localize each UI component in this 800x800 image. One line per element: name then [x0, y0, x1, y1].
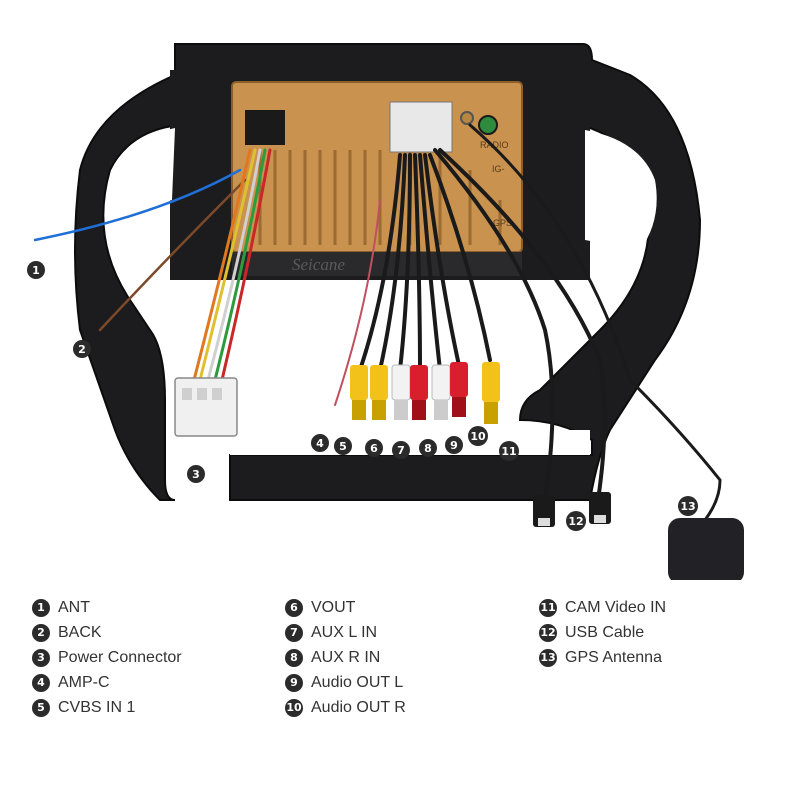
legend-item: 3 Power Connector: [32, 645, 182, 670]
wiring-diagram: RADIO IG- GPS Seicane: [27, 43, 744, 580]
svg-text:8: 8: [424, 442, 432, 455]
rca-audio-out-r: [431, 364, 451, 420]
legend-item: 9 Audio OUT L: [285, 670, 406, 695]
callout-7: 7: [392, 441, 410, 459]
rca-cam-in: [482, 362, 500, 424]
svg-text:9: 9: [450, 439, 458, 452]
brand-logo: Seicane: [292, 255, 345, 274]
callout-11: 11: [499, 441, 519, 461]
gps-antenna: [668, 518, 744, 580]
wires: [33, 123, 722, 522]
rca-connectors: [350, 362, 500, 424]
svg-text:13: 13: [680, 500, 695, 513]
radio-label: RADIO: [480, 140, 509, 150]
legend-item: 6 VOUT: [285, 595, 406, 620]
legend-label: GPS Antenna: [565, 648, 662, 666]
svg-text:12: 12: [568, 515, 583, 528]
svg-text:3: 3: [192, 468, 200, 481]
number-badge: 11: [539, 598, 557, 617]
callout-5: 5: [334, 437, 352, 455]
number-badge: 8: [285, 648, 303, 667]
svg-text:7: 7: [397, 444, 405, 457]
ig-label: IG-: [492, 164, 505, 174]
callout-10: 10: [468, 426, 488, 446]
rca-aux-l: [370, 365, 388, 420]
number-badge: 9: [285, 673, 303, 692]
legend-label: VOUT: [311, 598, 356, 616]
callout-13: 13: [678, 496, 698, 516]
legend-item: 1 ANT: [32, 595, 182, 620]
legend-column-2: 6 VOUT 7 AUX L IN 8 AUX R IN 9 Audio OUT…: [285, 595, 406, 720]
legend-label: AUX L IN: [311, 623, 378, 641]
svg-text:1: 1: [32, 264, 40, 277]
legend-label: Power Connector: [58, 648, 182, 666]
gps-label: GPS: [493, 218, 512, 228]
number-badge: 12: [539, 623, 557, 642]
legend-item: 11 CAM Video IN: [539, 595, 666, 620]
legend-label: BACK: [58, 623, 102, 641]
number-badge: 10: [285, 698, 303, 717]
legend-label: CAM Video IN: [565, 598, 667, 616]
legend-label: Audio OUT R: [311, 698, 406, 716]
callout-6: 6: [365, 439, 383, 457]
legend-item: 13 GPS Antenna: [539, 645, 666, 670]
number-badge: 6: [285, 598, 303, 617]
number-badge: 7: [285, 623, 303, 642]
head-unit: RADIO IG- GPS Seicane: [231, 81, 523, 276]
callout-2: 2: [73, 340, 91, 358]
svg-text:6: 6: [370, 442, 378, 455]
number-badge: 5: [32, 698, 50, 717]
legend-label: Audio OUT L: [311, 673, 404, 691]
radio-port-icon: [478, 115, 498, 135]
legend-label: CVBS IN 1: [58, 698, 136, 716]
number-badge: 4: [32, 673, 50, 692]
callout-1: 1: [27, 261, 45, 279]
svg-text:4: 4: [316, 437, 324, 450]
rca-red-2: [450, 362, 468, 417]
legend-column-3: 11 CAM Video IN 12 USB Cable 13 GPS Ante…: [539, 595, 666, 670]
svg-text:10: 10: [470, 430, 486, 443]
legend-item: 4 AMP-C: [32, 670, 182, 695]
number-badge: 2: [32, 623, 50, 642]
legend-label: AMP-C: [58, 673, 110, 691]
number-badge: 1: [32, 598, 50, 617]
rca-aux-r: [391, 364, 411, 420]
rca-vout: [350, 365, 368, 420]
callout-8: 8: [419, 439, 437, 457]
number-badge: 3: [32, 648, 50, 667]
legend-item: 5 CVBS IN 1: [32, 695, 182, 720]
callout-12: 12: [566, 511, 586, 531]
legend-column-1: 1 ANT 2 BACK 3 Power Connector 4 AMP-C 5…: [32, 595, 182, 720]
legend-label: AUX R IN: [311, 648, 381, 666]
legend-item: 7 AUX L IN: [285, 620, 406, 645]
legend-item: 10 Audio OUT R: [285, 695, 406, 720]
usb-cable: [533, 492, 611, 527]
svg-text:2: 2: [78, 343, 86, 356]
legend: 1 ANT 2 BACK 3 Power Connector 4 AMP-C 5…: [0, 595, 800, 795]
number-badge: 13: [539, 648, 557, 667]
power-connector: [174, 377, 238, 437]
callouts: 1 2 3 4 5 6 7 8: [27, 261, 698, 531]
rca-audio-out-l: [410, 365, 428, 420]
legend-item: 2 BACK: [32, 620, 182, 645]
svg-text:5: 5: [339, 440, 347, 453]
callout-9: 9: [445, 436, 463, 454]
callout-3: 3: [187, 465, 205, 483]
legend-item: 12 USB Cable: [539, 620, 666, 645]
legend-label: ANT: [58, 598, 90, 616]
svg-text:11: 11: [501, 445, 516, 458]
legend-label: USB Cable: [565, 623, 645, 641]
legend-item: 8 AUX R IN: [285, 645, 406, 670]
callout-4: 4: [311, 434, 329, 452]
